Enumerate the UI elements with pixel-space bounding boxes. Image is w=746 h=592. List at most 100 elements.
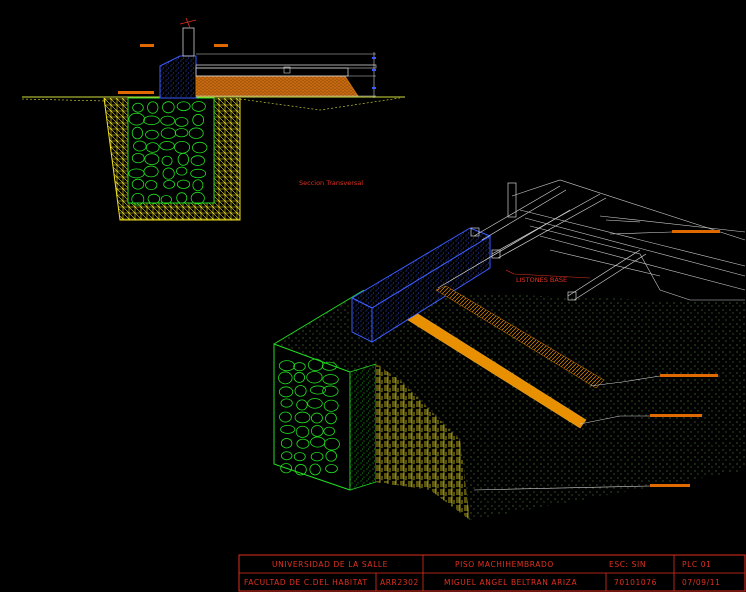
base-strips-label: LISTONES BASE	[516, 276, 567, 284]
strip-leader	[505, 269, 591, 279]
stone	[295, 425, 310, 438]
student-code: 70101076	[614, 578, 657, 587]
stone	[280, 438, 293, 449]
slab-top	[274, 290, 745, 520]
stone	[192, 179, 204, 192]
stone	[324, 437, 340, 451]
stone	[311, 425, 324, 437]
drawing-title: PISO MACHIHEMBRADO	[455, 560, 554, 569]
drawing-date: 07/09/11	[682, 578, 720, 587]
base-strips	[437, 182, 647, 301]
sand-layer	[195, 75, 359, 97]
isometric-detail: LISTONES BASE	[273, 179, 746, 520]
stone	[280, 398, 293, 408]
stone	[132, 102, 144, 113]
stone	[325, 464, 338, 474]
stone	[190, 191, 205, 205]
stone	[145, 129, 159, 140]
stone	[190, 168, 207, 179]
stone	[281, 451, 293, 461]
stone	[294, 385, 307, 397]
stone	[177, 152, 190, 166]
stone	[159, 141, 175, 151]
sheet-number: PLC 01	[682, 560, 711, 569]
stone	[321, 361, 337, 371]
wood-strip-iso	[407, 313, 587, 429]
title-grid	[239, 555, 745, 591]
stone	[307, 398, 323, 409]
stone	[160, 127, 177, 139]
dimension-ticks	[372, 57, 376, 89]
dimension-lines	[196, 52, 376, 98]
stone	[192, 114, 205, 126]
stone	[323, 426, 335, 436]
base-strip-section	[283, 66, 291, 74]
wood-strip	[195, 67, 349, 77]
stone	[293, 372, 306, 383]
stone	[131, 192, 145, 206]
stone	[323, 399, 339, 412]
stone	[188, 127, 204, 139]
stone	[174, 117, 189, 127]
tag-right	[214, 44, 228, 47]
stone	[325, 450, 337, 462]
stone	[143, 165, 159, 178]
stone	[191, 101, 206, 112]
stone	[280, 425, 296, 434]
stone	[162, 167, 175, 180]
stone	[279, 411, 292, 423]
stone	[310, 451, 324, 462]
stone	[147, 101, 159, 114]
stone	[147, 193, 161, 205]
stone	[309, 463, 321, 476]
stone	[293, 362, 306, 372]
stone	[176, 101, 191, 112]
stone	[131, 126, 144, 140]
author-name: MIGUEL ANGEL BELTRAN ARIZA	[444, 578, 577, 587]
stone	[131, 178, 145, 190]
ground-texture	[21, 97, 401, 111]
beam-side	[371, 235, 491, 343]
break-mark	[179, 17, 197, 29]
stone	[146, 142, 160, 153]
scale-note: ESC: SIN	[609, 560, 646, 569]
stone	[322, 374, 339, 385]
course-code: ARR2302	[380, 578, 419, 587]
gravel-face	[349, 363, 377, 491]
leader-lines	[473, 230, 720, 491]
stone	[294, 411, 311, 424]
stone	[174, 128, 189, 138]
tag-left	[140, 44, 154, 47]
concrete-beam	[159, 55, 197, 99]
stone	[322, 385, 339, 397]
floor-board	[195, 64, 377, 69]
stone	[143, 115, 160, 126]
stone	[176, 192, 188, 204]
cross-section: Seccion Transversal	[21, 17, 405, 221]
stone	[131, 152, 145, 164]
sand-layer-iso	[435, 285, 605, 389]
stone	[160, 115, 176, 126]
floor-boards	[511, 179, 746, 301]
stone	[144, 153, 160, 166]
tag-ground	[118, 91, 154, 94]
stone	[145, 180, 158, 191]
stone	[278, 371, 293, 385]
stone	[163, 180, 176, 189]
stone	[160, 195, 172, 205]
trench-outline	[103, 97, 241, 221]
stone	[278, 360, 295, 372]
stone	[162, 101, 175, 114]
stone	[133, 140, 147, 152]
stone	[176, 179, 191, 189]
stone	[306, 371, 323, 384]
stone	[294, 464, 307, 476]
trench-side	[376, 364, 470, 520]
stone	[325, 412, 337, 425]
section-caption: Seccion Transversal	[299, 179, 363, 187]
stone	[293, 452, 306, 462]
stone	[190, 155, 205, 166]
stone	[128, 112, 145, 126]
stone	[309, 385, 326, 395]
